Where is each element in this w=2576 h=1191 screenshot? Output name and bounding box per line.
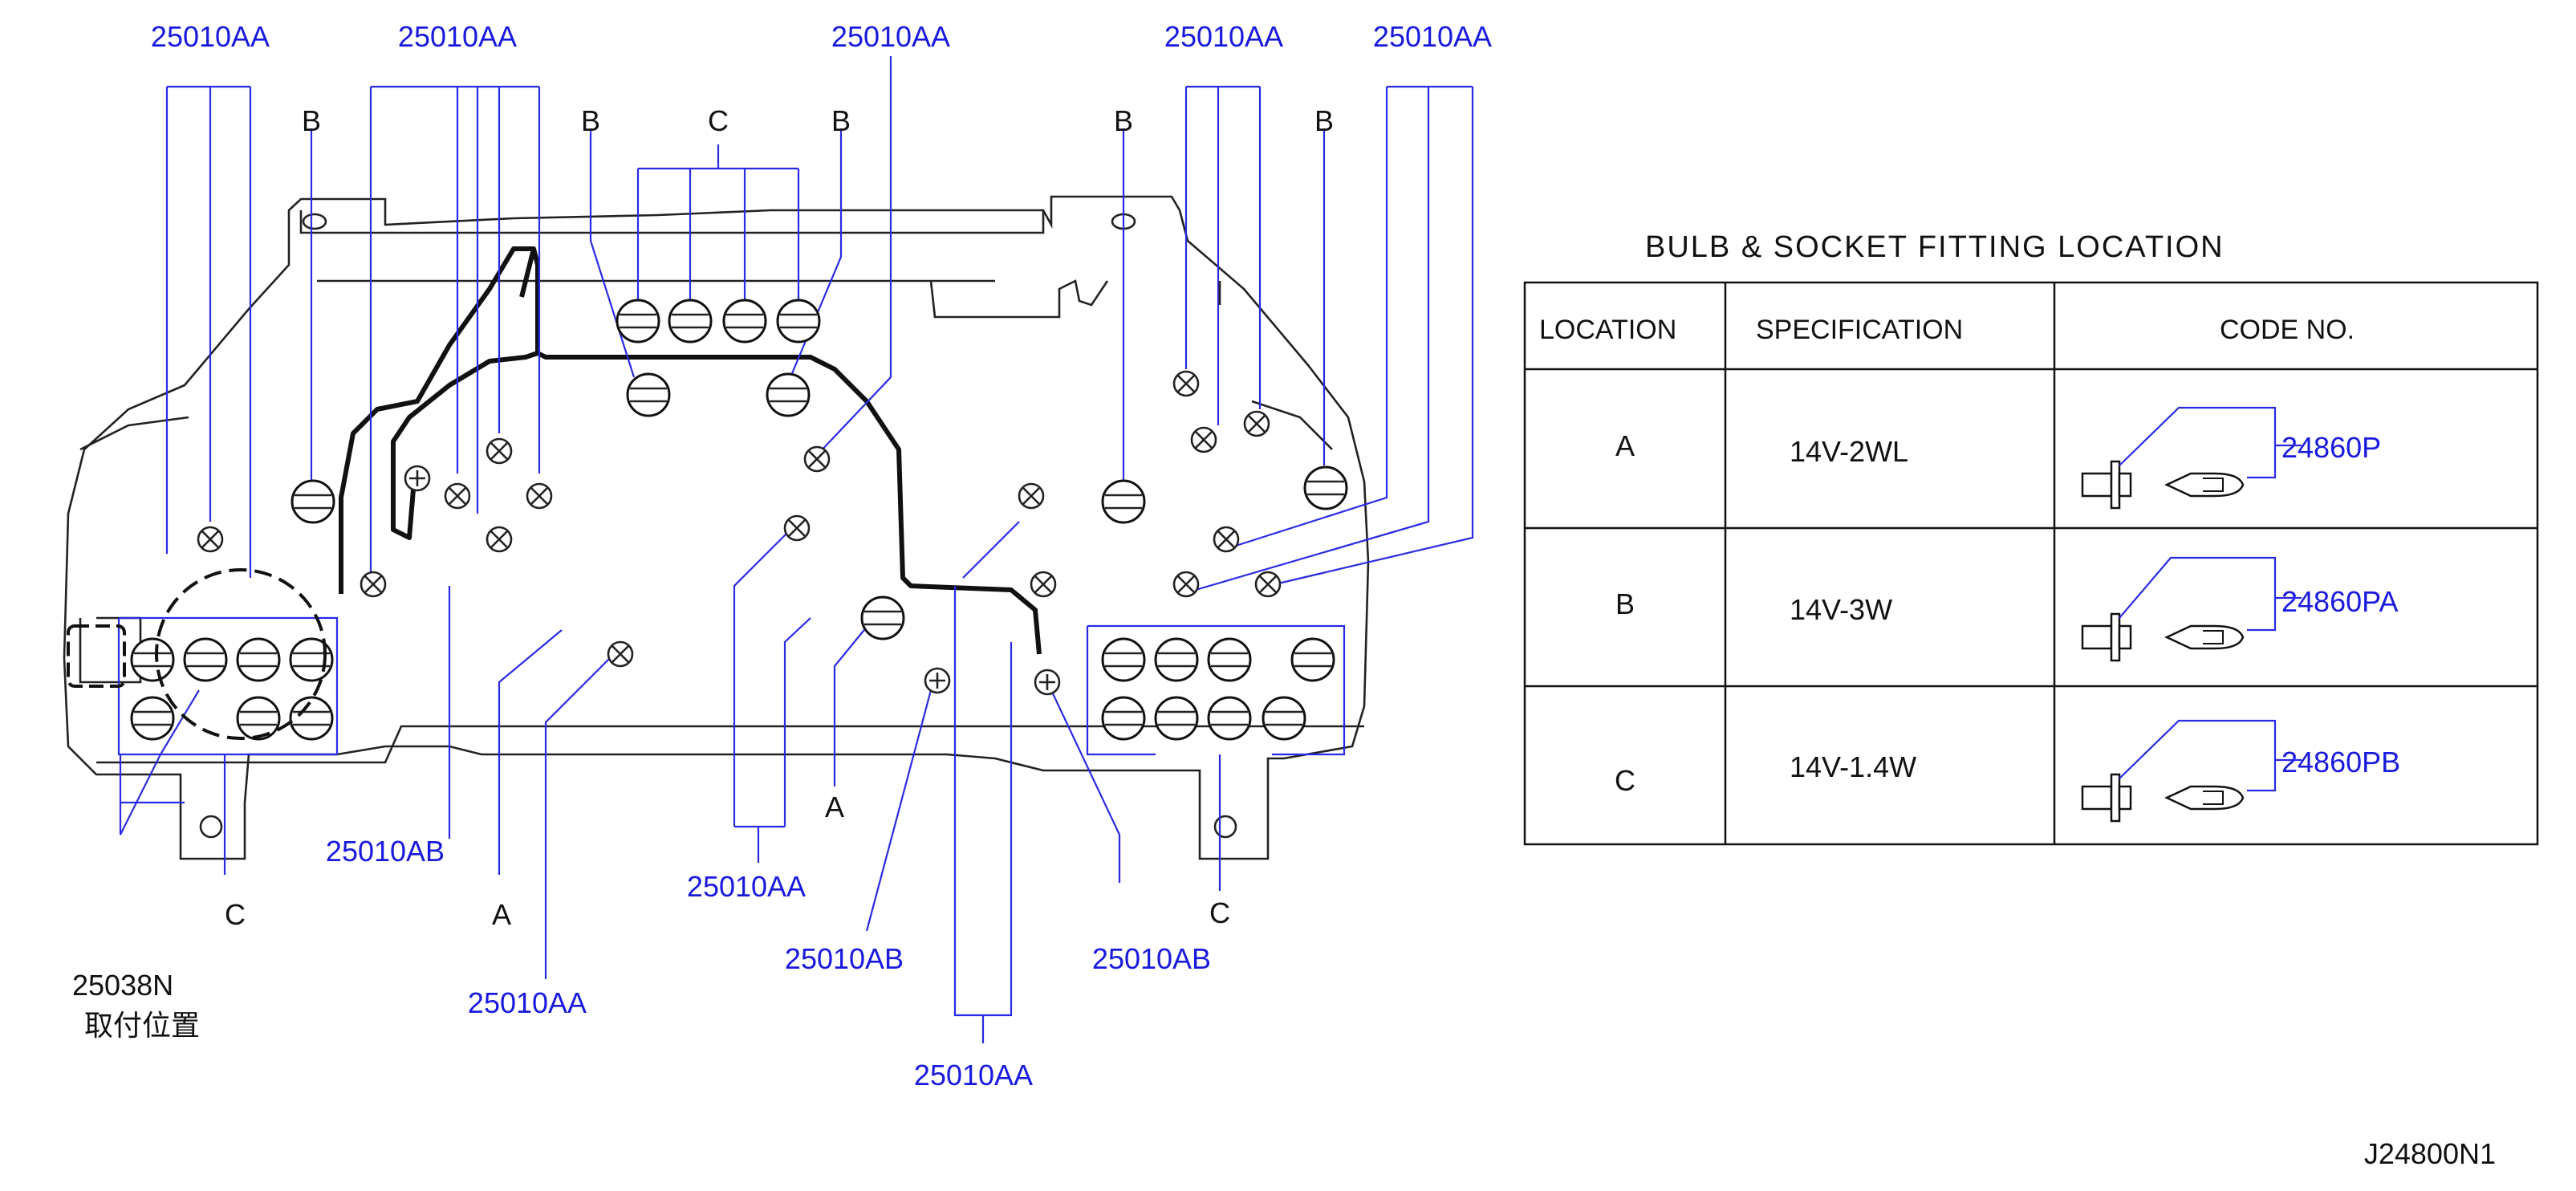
row-a-spec: 14V-2WL: [1790, 435, 1908, 468]
callout-bottom-25010aa-mid: 25010AA: [687, 870, 806, 903]
leader-lines: [117, 56, 1474, 1043]
letter-bottom-c-left: C: [225, 898, 246, 931]
row-c-code: 24860PB: [2281, 746, 2400, 778]
callout-bottom-25010aa-lowest: 25010AA: [914, 1059, 1033, 1091]
header-location: LOCATION: [1539, 315, 1676, 345]
part-25038n-note: 取付位置: [84, 1009, 200, 1042]
letter-bottom-a-left: A: [492, 898, 511, 931]
letter-top-b5: B: [1314, 104, 1334, 137]
callout-top-5: 25010AA: [1373, 20, 1492, 53]
table-title: BULB & SOCKET FITTING LOCATION: [1645, 230, 2225, 264]
top-callouts: 25010AA 25010AA 25010AA 25010AA 25010AA: [151, 20, 1492, 53]
callout-top-2: 25010AA: [398, 20, 517, 53]
bulb-icon-row-a: [2081, 406, 2302, 510]
diagram-id: J24800N1: [2364, 1137, 2496, 1170]
bottom-callouts: 25010AB 25010AA 25010AA 25010AB 25010AB …: [72, 835, 1211, 1091]
row-a-code: 24860P: [2281, 431, 2381, 464]
bulb-icon-row-b: [2081, 556, 2302, 662]
mounting-position-25038N: [67, 568, 327, 740]
header-code: CODE NO.: [2220, 315, 2355, 345]
row-b-location: B: [1615, 587, 1635, 620]
callout-bottom-25010ab-mid: 25010AB: [785, 942, 904, 975]
letter-top-c: C: [708, 104, 729, 137]
callout-top-1: 25010AA: [151, 20, 270, 53]
letter-bottom-a-mid: A: [825, 791, 844, 823]
letter-top-b1: B: [302, 104, 321, 137]
socket-c-left-group: [130, 637, 334, 741]
letter-top-b3: B: [831, 104, 851, 137]
socket-c-top: [616, 299, 821, 343]
letter-bottom-c-right: C: [1209, 896, 1230, 929]
callout-top-4: 25010AA: [1164, 20, 1283, 53]
bulb-socket-table: BULB & SOCKET FITTING LOCATION LOCATION …: [1523, 230, 2539, 846]
callout-bottom-25010ab-left: 25010AB: [326, 835, 445, 868]
part-25038n-label: 25038N: [72, 969, 173, 1002]
row-a-location: A: [1615, 429, 1635, 462]
letter-top-b4: B: [1114, 104, 1133, 137]
row-c-location: C: [1615, 764, 1635, 797]
letter-top-b2: B: [581, 104, 600, 137]
bulb-sockets: [130, 281, 1348, 741]
row-b-spec: 14V-3W: [1790, 593, 1892, 626]
callout-top-3: 25010AA: [831, 20, 950, 53]
callout-bottom-25010aa-left: 25010AA: [468, 986, 587, 1019]
bulb-icon-row-c: [2081, 719, 2302, 823]
location-letters: B B C B B B C A A C: [225, 104, 1334, 931]
screw-markers: [197, 370, 1282, 696]
row-b-code: 24860PA: [2281, 585, 2398, 618]
cluster-housing-outline: [63, 195, 1370, 860]
row-c-spec: 14V-1.4W: [1790, 750, 1916, 783]
socket-c-right-group: [1101, 637, 1335, 741]
header-specification: SPECIFICATION: [1756, 315, 1963, 345]
callout-bottom-25010ab-right: 25010AB: [1092, 942, 1211, 975]
